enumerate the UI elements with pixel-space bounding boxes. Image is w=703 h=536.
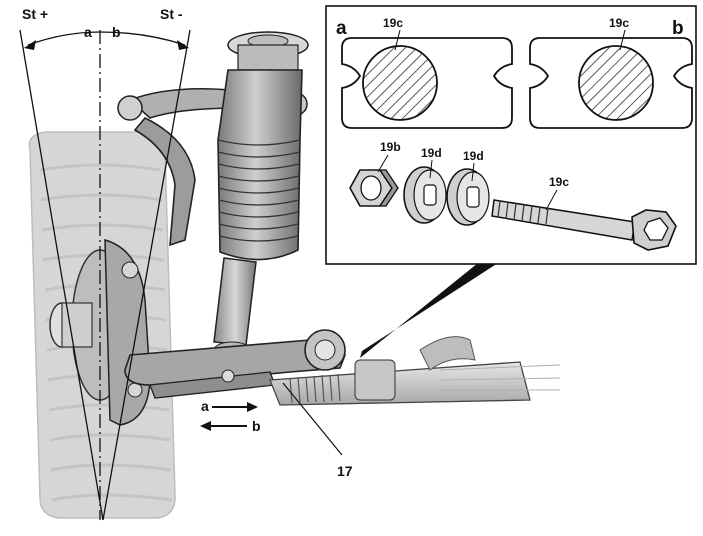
strut-bellows <box>217 139 301 242</box>
eccentric-washer-1 <box>403 166 447 224</box>
camber-positive-label: St + <box>22 6 48 22</box>
bolt-section-b-label: 19c <box>609 16 629 30</box>
detail-inset: a b 19c 19c 19b 19d <box>325 5 697 265</box>
bolt-section-a-label: 19c <box>383 16 403 30</box>
camber-angle-a-label: a <box>84 24 92 40</box>
angle-arc-b <box>99 31 186 46</box>
slot-view-b <box>529 37 693 129</box>
hex-nut <box>349 169 399 207</box>
strut-assembly <box>213 31 309 359</box>
part-17-leader <box>282 382 343 456</box>
slot-view-a <box>341 37 513 129</box>
camber-angle-b-label: b <box>112 24 121 40</box>
arrow-b-head <box>200 421 211 431</box>
lower-control-arm <box>124 329 346 399</box>
positive-camber-line <box>19 29 104 521</box>
arc-arrowhead-right <box>177 40 189 50</box>
bolt-section-a <box>362 45 438 121</box>
arc-arrowhead-left <box>24 40 36 50</box>
negative-camber-line <box>102 29 191 521</box>
washer-1-label: 19d <box>421 146 442 160</box>
eccentric-washer-2 <box>446 168 490 226</box>
part-17-label: 17 <box>337 463 353 479</box>
camber-negative-label: St - <box>160 6 183 22</box>
bolt-label: 19c <box>549 175 569 189</box>
inset-pointer <box>360 263 498 358</box>
inset-view-a-label: a <box>336 18 347 39</box>
inset-view-b-label: b <box>672 18 684 39</box>
direction-arrows: a b <box>200 398 261 434</box>
eccentric-bolt <box>491 199 677 251</box>
bolt-section-b <box>578 45 654 121</box>
arrow-b-label: b <box>252 418 261 434</box>
arrow-a-head <box>247 402 258 412</box>
steering-rack <box>269 336 561 406</box>
camber-lines <box>19 29 191 521</box>
washer-2-label: 19d <box>463 149 484 163</box>
arrow-a-label: a <box>201 398 209 414</box>
nut-label: 19b <box>380 140 401 154</box>
